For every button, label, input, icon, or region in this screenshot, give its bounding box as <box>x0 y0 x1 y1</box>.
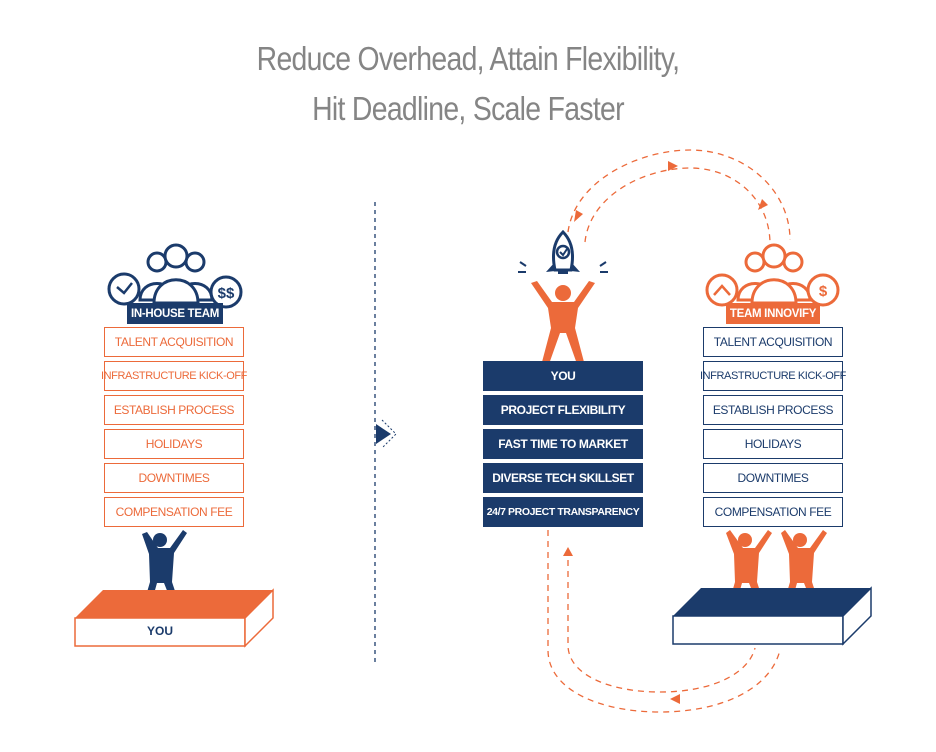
person-cheering-figure <box>531 281 595 364</box>
you-stack-item-4: 24/7 PROJECT TRANSPARENCY <box>483 497 643 527</box>
you-stack-item-1: PROJECT FLEXIBILITY <box>483 395 643 425</box>
bottom-loop-arrows <box>547 530 781 713</box>
in-house-item-0: TALENT ACQUISITION <box>104 327 244 357</box>
innovify-item-5: COMPENSATION FEE <box>703 497 843 527</box>
innovify-item-1: INFRASTRUCTURE KICK-OFF <box>700 361 846 391</box>
chevron-up-icon <box>705 273 739 307</box>
bottom-loop-arrowheads <box>563 547 680 704</box>
in-house-item-5: COMPENSATION FEE <box>104 497 244 527</box>
title-line-1: Reduce Overhead, Attain Flexibility, <box>256 40 680 77</box>
you-stack-item-3: DIVERSE TECH SKILLSET <box>483 463 643 493</box>
dollar-icon: $ <box>806 273 840 307</box>
play-arrow-icon <box>376 424 391 444</box>
in-house-item-3: HOLIDAYS <box>104 429 244 459</box>
top-loop-arrowheads <box>574 161 768 222</box>
clock-icon <box>107 272 141 306</box>
rocket-icon <box>518 229 608 274</box>
innovify-item-4: DOWNTIMES <box>703 463 843 493</box>
pedestal-you-label: YOU <box>146 624 173 638</box>
innovify-item-0: TALENT ACQUISITION <box>703 327 843 357</box>
team-innovify-icon <box>736 243 812 305</box>
person-lifting-figure <box>142 530 187 608</box>
svg-text:$$: $$ <box>218 285 235 302</box>
in-house-item-4: DOWNTIMES <box>104 463 244 493</box>
innovify-item-3: HOLIDAYS <box>703 429 843 459</box>
in-house-team-label: IN-HOUSE TEAM <box>127 303 223 324</box>
top-loop-arrows <box>567 149 791 245</box>
team-innovify-label: TEAM INNOVIFY <box>726 303 820 324</box>
in-house-item-1: INFRASTRUCTURE KICK-OFF <box>101 361 247 391</box>
in-house-team-icon <box>138 243 214 305</box>
dollar-icon: $$ <box>209 275 243 309</box>
innovify-item-2: ESTABLISH PROCESS <box>703 395 843 425</box>
you-stack-item-2: FAST TIME TO MARKET <box>483 429 643 459</box>
svg-text:$: $ <box>819 283 828 300</box>
you-stack-item-0: YOU <box>483 361 643 391</box>
innovify-pedestal <box>672 586 872 646</box>
in-house-item-2: ESTABLISH PROCESS <box>104 395 244 425</box>
you-pedestal <box>74 588 274 648</box>
title-line-2: Hit Deadline, Scale Faster <box>312 90 624 127</box>
